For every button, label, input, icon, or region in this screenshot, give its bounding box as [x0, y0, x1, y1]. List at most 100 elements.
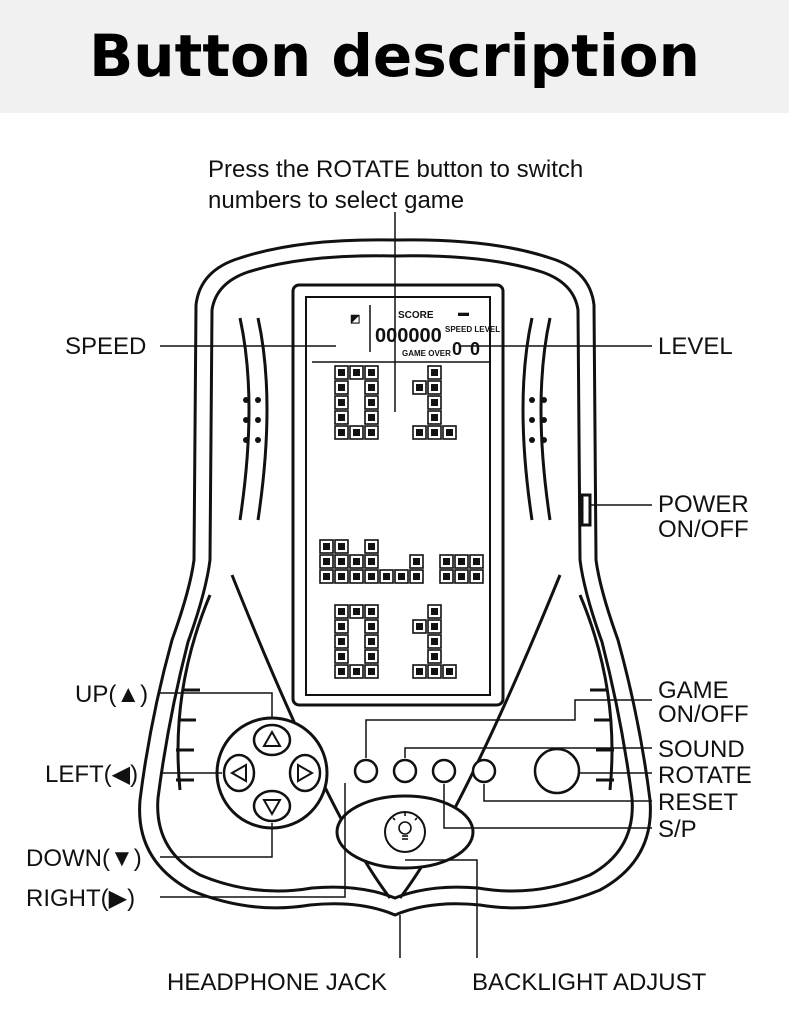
headphone-jack-label: HEADPHONE JACK	[167, 969, 387, 996]
backlight-button[interactable]	[335, 794, 475, 870]
lcd-pixel-core	[443, 573, 450, 580]
speed-level-label: SPEED LEVEL	[445, 325, 500, 334]
lcd-pixel-core	[323, 573, 330, 580]
sound-label: SOUND	[658, 736, 745, 763]
level-value: 0	[470, 339, 480, 359]
lcd-pixel-core	[431, 414, 438, 421]
rotate-label: ROTATE	[658, 762, 752, 789]
speed-value: 0	[452, 339, 462, 359]
level-label: LEVEL	[658, 333, 733, 360]
right-triangle-icon	[297, 763, 315, 783]
down-label: DOWN(▼)	[26, 845, 142, 872]
lcd-pixel-core	[353, 369, 360, 376]
lcd-pixel-core	[368, 399, 375, 406]
lcd-pixel-core	[416, 668, 423, 675]
lcd-pixel-core	[338, 638, 345, 645]
lcd-pixel-core	[368, 558, 375, 565]
left-triangle-icon	[229, 763, 247, 783]
game-onoff-button[interactable]	[353, 758, 379, 784]
up-button[interactable]	[252, 723, 292, 757]
reset-button[interactable]	[471, 758, 497, 784]
block-display	[319, 365, 484, 679]
lcd-pixel-core	[338, 558, 345, 565]
left-button[interactable]	[222, 753, 256, 793]
sound-button[interactable]	[392, 758, 418, 784]
lcd-pixel-core	[338, 429, 345, 436]
game-over-label: GAME OVER	[402, 349, 451, 358]
score-value: 000000	[375, 325, 442, 347]
lcd-pixel-core	[353, 668, 360, 675]
lcd-pixel-core	[338, 573, 345, 580]
d-pad[interactable]	[215, 716, 329, 830]
lcd-pixel-core	[338, 384, 345, 391]
down-triangle-icon	[262, 799, 282, 817]
lcd-pixel-core	[368, 608, 375, 615]
lcd-pixel-core	[338, 668, 345, 675]
left-label: LEFT(◀)	[45, 761, 138, 788]
lcd-pixel-core	[368, 573, 375, 580]
console-diagram: Press the ROTATE button to switch number…	[26, 156, 752, 996]
top-note-line1: Press the ROTATE button to switch	[208, 156, 583, 183]
lcd-pixel-core	[446, 429, 453, 436]
score-label: SCORE	[398, 310, 434, 321]
lcd-pixel-core	[368, 414, 375, 421]
lcd-pixel-core	[353, 558, 360, 565]
lcd-pixel-core	[368, 543, 375, 550]
lcd-pixel-core	[383, 573, 390, 580]
game-label-line1: GAME	[658, 677, 729, 704]
lcd-pixel-core	[473, 573, 480, 580]
lightbulb-icon	[392, 813, 418, 840]
level-icon: ▬	[458, 307, 469, 319]
power-label-line2: ON/OFF	[658, 516, 749, 543]
lcd-pixel-core	[338, 653, 345, 660]
lcd-pixel-core	[368, 638, 375, 645]
speed-label: SPEED	[65, 333, 146, 360]
up-triangle-icon	[262, 729, 282, 747]
lcd-pixel-core	[323, 558, 330, 565]
lcd-pixel-core	[416, 429, 423, 436]
sp-button[interactable]	[431, 758, 457, 784]
lcd-pixel-core	[446, 668, 453, 675]
lcd-pixel-core	[338, 399, 345, 406]
lcd-pixel-core	[416, 384, 423, 391]
lcd-pixel-core	[431, 668, 438, 675]
lcd-pixel-core	[353, 429, 360, 436]
lcd-pixel-core	[353, 573, 360, 580]
lcd-pixel-core	[398, 573, 405, 580]
lcd-pixel-core	[443, 558, 450, 565]
lcd-pixel-core	[368, 369, 375, 376]
reset-label: RESET	[658, 789, 738, 816]
rotate-button[interactable]	[533, 747, 581, 795]
backlight-adjust-label: BACKLIGHT ADJUST	[472, 969, 707, 996]
right-button[interactable]	[288, 753, 322, 793]
lcd-pixel-core	[323, 543, 330, 550]
lcd-pixel-core	[338, 543, 345, 550]
lcd-pixel-core	[473, 558, 480, 565]
lcd-pixel-core	[338, 369, 345, 376]
page-title: Button description	[89, 22, 700, 90]
right-label: RIGHT(▶)	[26, 885, 135, 912]
leader-lines	[160, 212, 652, 958]
lcd-pixel-core	[413, 573, 420, 580]
lcd-pixel-core	[338, 414, 345, 421]
sp-label: S/P	[658, 816, 697, 843]
top-note-line2: numbers to select game	[208, 187, 464, 214]
lcd-pixel-core	[431, 384, 438, 391]
lcd-pixel-core	[368, 668, 375, 675]
lcd-screen: SCORE 000000 SPEED LEVEL 0 0 GAME OVER ◩…	[291, 283, 505, 707]
lcd-pixel-core	[368, 429, 375, 436]
flag-icon: ◩	[350, 313, 360, 325]
lcd-pixel-core	[431, 653, 438, 660]
power-label-line1: POWER	[658, 491, 749, 518]
lcd-pixel-core	[431, 429, 438, 436]
grip-dots	[243, 397, 547, 443]
game-label-line2: ON/OFF	[658, 701, 749, 728]
down-button[interactable]	[252, 789, 292, 823]
title-banner: Button description	[0, 0, 789, 113]
up-label: UP(▲)	[75, 681, 148, 708]
lcd-pixel-core	[368, 653, 375, 660]
lcd-pixel-core	[353, 608, 360, 615]
lcd-pixel-core	[413, 558, 420, 565]
lcd-pixel-core	[368, 384, 375, 391]
lcd-pixel-core	[338, 608, 345, 615]
